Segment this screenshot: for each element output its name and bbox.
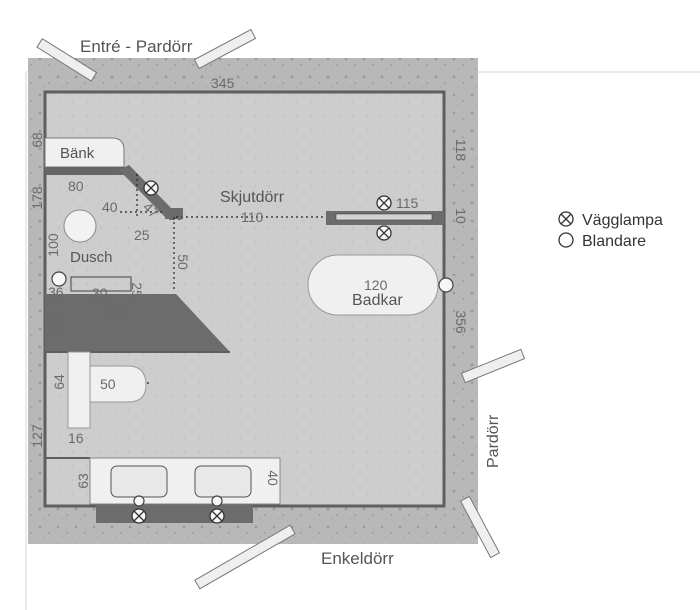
sliding-door-panel <box>335 213 433 221</box>
bench-wall <box>45 167 125 175</box>
dim-right-lower: 356 <box>453 310 469 334</box>
dim-50-vertical: 50 <box>175 254 191 270</box>
toilet-bowl <box>89 365 147 403</box>
dim-left-bench: 68 <box>29 132 45 148</box>
legend-wall-lamp: Vägglampa <box>582 212 663 229</box>
wall-lamps <box>131 180 392 524</box>
dim-left-64: 64 <box>51 374 67 390</box>
dim-toilet-50: 50 <box>100 376 116 392</box>
dim-30: 30 <box>92 285 108 301</box>
dim-vanity-40: 40 <box>265 470 281 486</box>
sliding-door-label: Skjutdörr <box>220 189 285 206</box>
doors <box>36 28 526 590</box>
dim-right-upper: 118 <box>453 139 469 162</box>
door-leaf-single <box>194 524 296 590</box>
toilet-tank <box>67 351 91 429</box>
circle-x-icon <box>131 508 147 524</box>
door-leaf-entry-right <box>193 28 257 70</box>
dim-left-51: 51 <box>45 316 61 332</box>
legend-mixer: Blandare <box>582 233 646 250</box>
bathtub-label: Badkar <box>352 292 403 309</box>
dim-15: 15 <box>168 207 184 223</box>
dim-25: 25 <box>134 227 150 243</box>
circle-icon <box>438 277 454 293</box>
circle-x-icon <box>376 195 392 211</box>
shower-drain <box>63 209 97 243</box>
dim-25b: 25 <box>129 282 145 298</box>
shower-label: Dusch <box>70 249 113 266</box>
shower-shelf <box>70 276 132 292</box>
dim-bench-width: 80 <box>68 178 84 194</box>
bench <box>44 137 125 168</box>
dim-left-63: 63 <box>75 473 91 489</box>
dim-left-36: 36 <box>48 284 64 300</box>
dim-bath-120: 120 <box>364 277 388 293</box>
vanity-wall <box>96 505 253 523</box>
circle-icon <box>558 232 574 248</box>
single-door-label: Enkeldörr <box>321 549 394 568</box>
door-leaf-right-lower <box>459 495 501 559</box>
circle-x-icon <box>558 211 574 227</box>
circle-x-icon <box>143 180 159 196</box>
dim-left-16: 16 <box>68 430 84 446</box>
circle-icon <box>51 271 67 287</box>
sink-right <box>194 465 252 498</box>
sink-left <box>110 465 168 498</box>
partition-wall <box>45 294 230 352</box>
dim-132: 132 <box>101 302 125 318</box>
bathtub <box>307 254 439 316</box>
circle-x-icon <box>209 508 225 524</box>
circle-icon <box>133 495 145 507</box>
legend: Vägglampa Blandare <box>558 211 663 250</box>
glass-wall-end <box>165 208 183 219</box>
dim-left-upper: 178 <box>29 186 45 210</box>
dim-left-shower: 100 <box>45 233 61 257</box>
dotted-guides <box>92 174 376 384</box>
door-leaf-right-upper <box>460 348 526 384</box>
entry-door-label: Entré - Pardörr <box>80 37 193 56</box>
right-door-label: Pardörr <box>485 414 502 468</box>
dim-left-127: 127 <box>29 424 45 448</box>
dim-top-width: 345 <box>211 75 235 91</box>
bench-label: Bänk <box>60 145 95 162</box>
circle-x-icon <box>376 225 392 241</box>
dim-right-mid: 10 <box>453 208 469 224</box>
circle-icon <box>211 495 223 507</box>
door-leaf-entry-left <box>36 37 98 82</box>
mixers <box>51 271 454 507</box>
dim-slide-110: 110 <box>241 209 264 225</box>
dim-40: 40 <box>102 199 118 215</box>
dim-115: 115 <box>396 195 419 211</box>
